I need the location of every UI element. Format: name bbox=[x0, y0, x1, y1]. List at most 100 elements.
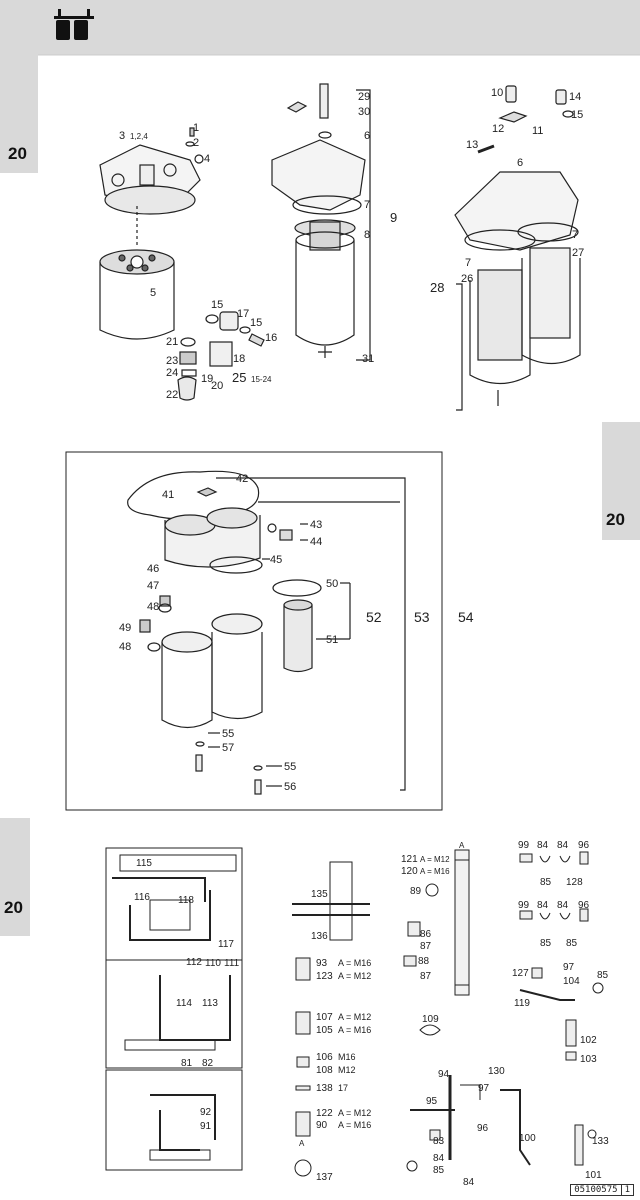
callout: 117 bbox=[218, 939, 234, 950]
callout: 53 bbox=[414, 609, 430, 625]
callout: 116 bbox=[134, 892, 150, 903]
callout: 19 bbox=[201, 373, 213, 385]
callout: 95 bbox=[426, 1096, 438, 1107]
callout: 119 bbox=[514, 998, 530, 1009]
callout: 84 bbox=[433, 1153, 445, 1164]
callout: 17 bbox=[237, 308, 249, 320]
callout: 122 bbox=[316, 1108, 333, 1119]
callout: 106 bbox=[316, 1052, 333, 1063]
callout: 118 bbox=[178, 895, 194, 906]
callout: 25 bbox=[232, 370, 246, 385]
catalog-sheet: 1 bbox=[624, 1185, 630, 1195]
callout: 83 bbox=[433, 1136, 445, 1147]
callout: 109 bbox=[422, 1014, 439, 1025]
figure-cartridge-filter bbox=[271, 83, 371, 361]
callout: A = M12 bbox=[420, 855, 450, 864]
callout: 84 bbox=[537, 900, 549, 911]
callout: 55 bbox=[284, 761, 296, 773]
callout: A = M16 bbox=[420, 867, 450, 876]
callout: 85 bbox=[540, 877, 552, 888]
callout: 10 bbox=[491, 87, 503, 99]
callout: 3 bbox=[119, 130, 125, 142]
section-tab-label: 20 bbox=[606, 510, 625, 529]
callout: 55 bbox=[222, 728, 234, 740]
callout: 113 bbox=[202, 998, 218, 1009]
figure-hose-clamps-callouts: 121 A = M12 120 A = M16 89 86 87 88 87 A… bbox=[401, 841, 536, 1188]
callout: 137 bbox=[316, 1172, 333, 1183]
callout: 51 bbox=[326, 634, 338, 646]
figure-twin-filter-assembly bbox=[127, 470, 406, 795]
callout: 120 bbox=[401, 866, 418, 877]
callout: 93 bbox=[316, 958, 328, 969]
catalog-reference: 05100575 1 bbox=[570, 1183, 634, 1196]
callout: 130 bbox=[488, 1066, 505, 1077]
callout: 7 bbox=[364, 199, 370, 211]
callout: 7 bbox=[465, 257, 471, 269]
callout: 112 bbox=[186, 957, 202, 968]
callout: 45 bbox=[270, 554, 282, 566]
callout: 114 bbox=[176, 998, 192, 1009]
callout: 97 bbox=[563, 962, 575, 973]
figure-twin-filter bbox=[454, 85, 581, 411]
callout: A = M12 bbox=[338, 971, 371, 981]
callout: 133 bbox=[592, 1136, 609, 1147]
callout: 111 bbox=[224, 958, 240, 969]
callout: 49 bbox=[119, 622, 131, 634]
callout: 107 bbox=[316, 1012, 333, 1023]
callout: 84 bbox=[463, 1177, 475, 1188]
callout: 14 bbox=[569, 91, 581, 103]
callout: M16 bbox=[338, 1052, 356, 1062]
callout: 85 bbox=[597, 970, 609, 981]
left-margin-band bbox=[0, 55, 38, 173]
callout: 104 bbox=[563, 976, 580, 987]
callout: 110 bbox=[205, 958, 221, 969]
callout: 6 bbox=[364, 130, 370, 142]
callout: 6 bbox=[517, 157, 523, 169]
section-tab-label: 20 bbox=[4, 898, 23, 917]
callout: 5 bbox=[150, 287, 156, 299]
callout: 100 bbox=[519, 1133, 536, 1144]
callout: 48 bbox=[147, 601, 159, 613]
callout: 12 bbox=[492, 123, 504, 135]
section-tab-right bbox=[602, 422, 640, 540]
figure-hose-clamps bbox=[403, 849, 531, 1172]
callout: 50 bbox=[326, 578, 338, 590]
callout: 7 bbox=[572, 229, 578, 241]
callout: 102 bbox=[580, 1035, 597, 1046]
callout: 13 bbox=[466, 139, 478, 151]
callout: 29 bbox=[358, 91, 370, 103]
callout: 56 bbox=[284, 781, 296, 793]
figure-clamp-hardware-callouts: 99 84 84 96 85 128 99 84 84 96 85 85 127… bbox=[512, 840, 609, 1181]
callout: 138 bbox=[316, 1083, 333, 1094]
callout: 108 bbox=[316, 1065, 333, 1076]
figure-twin-filter-assembly-callouts: 42 41 43 44 45 46 47 48 50 52 53 54 49 4… bbox=[119, 473, 474, 793]
callout: 85 bbox=[433, 1165, 445, 1176]
callout: 17 bbox=[338, 1083, 348, 1093]
callout: 41 bbox=[162, 489, 174, 501]
callout: 1 bbox=[193, 122, 199, 134]
callout: 15 bbox=[250, 317, 262, 329]
callout: 18 bbox=[233, 353, 245, 365]
callout: 84 bbox=[557, 840, 569, 851]
callout: A = M12 bbox=[338, 1012, 371, 1022]
callout: 105 bbox=[316, 1025, 333, 1036]
callout: 54 bbox=[458, 609, 474, 625]
callout: 135 bbox=[311, 889, 328, 900]
figure-twin-filter-callouts: 10 14 15 12 11 13 6 7 27 7 26 28 bbox=[430, 87, 584, 295]
callout: 15 bbox=[211, 299, 223, 311]
section-tab-label: 20 bbox=[8, 144, 27, 163]
callout: 91 bbox=[200, 1121, 212, 1132]
callout: A = M16 bbox=[338, 958, 371, 968]
callout: 84 bbox=[557, 900, 569, 911]
callout: 97 bbox=[478, 1083, 490, 1094]
callout: 9 bbox=[390, 210, 397, 225]
callout: 47 bbox=[147, 580, 159, 592]
callout: 88 bbox=[418, 956, 430, 967]
callout: 127 bbox=[512, 968, 529, 979]
callout: 90 bbox=[316, 1120, 328, 1131]
callout: 136 bbox=[311, 931, 328, 942]
callout: 28 bbox=[430, 280, 444, 295]
callout: 89 bbox=[410, 886, 422, 897]
catalog-code: 05100575 bbox=[574, 1185, 618, 1195]
